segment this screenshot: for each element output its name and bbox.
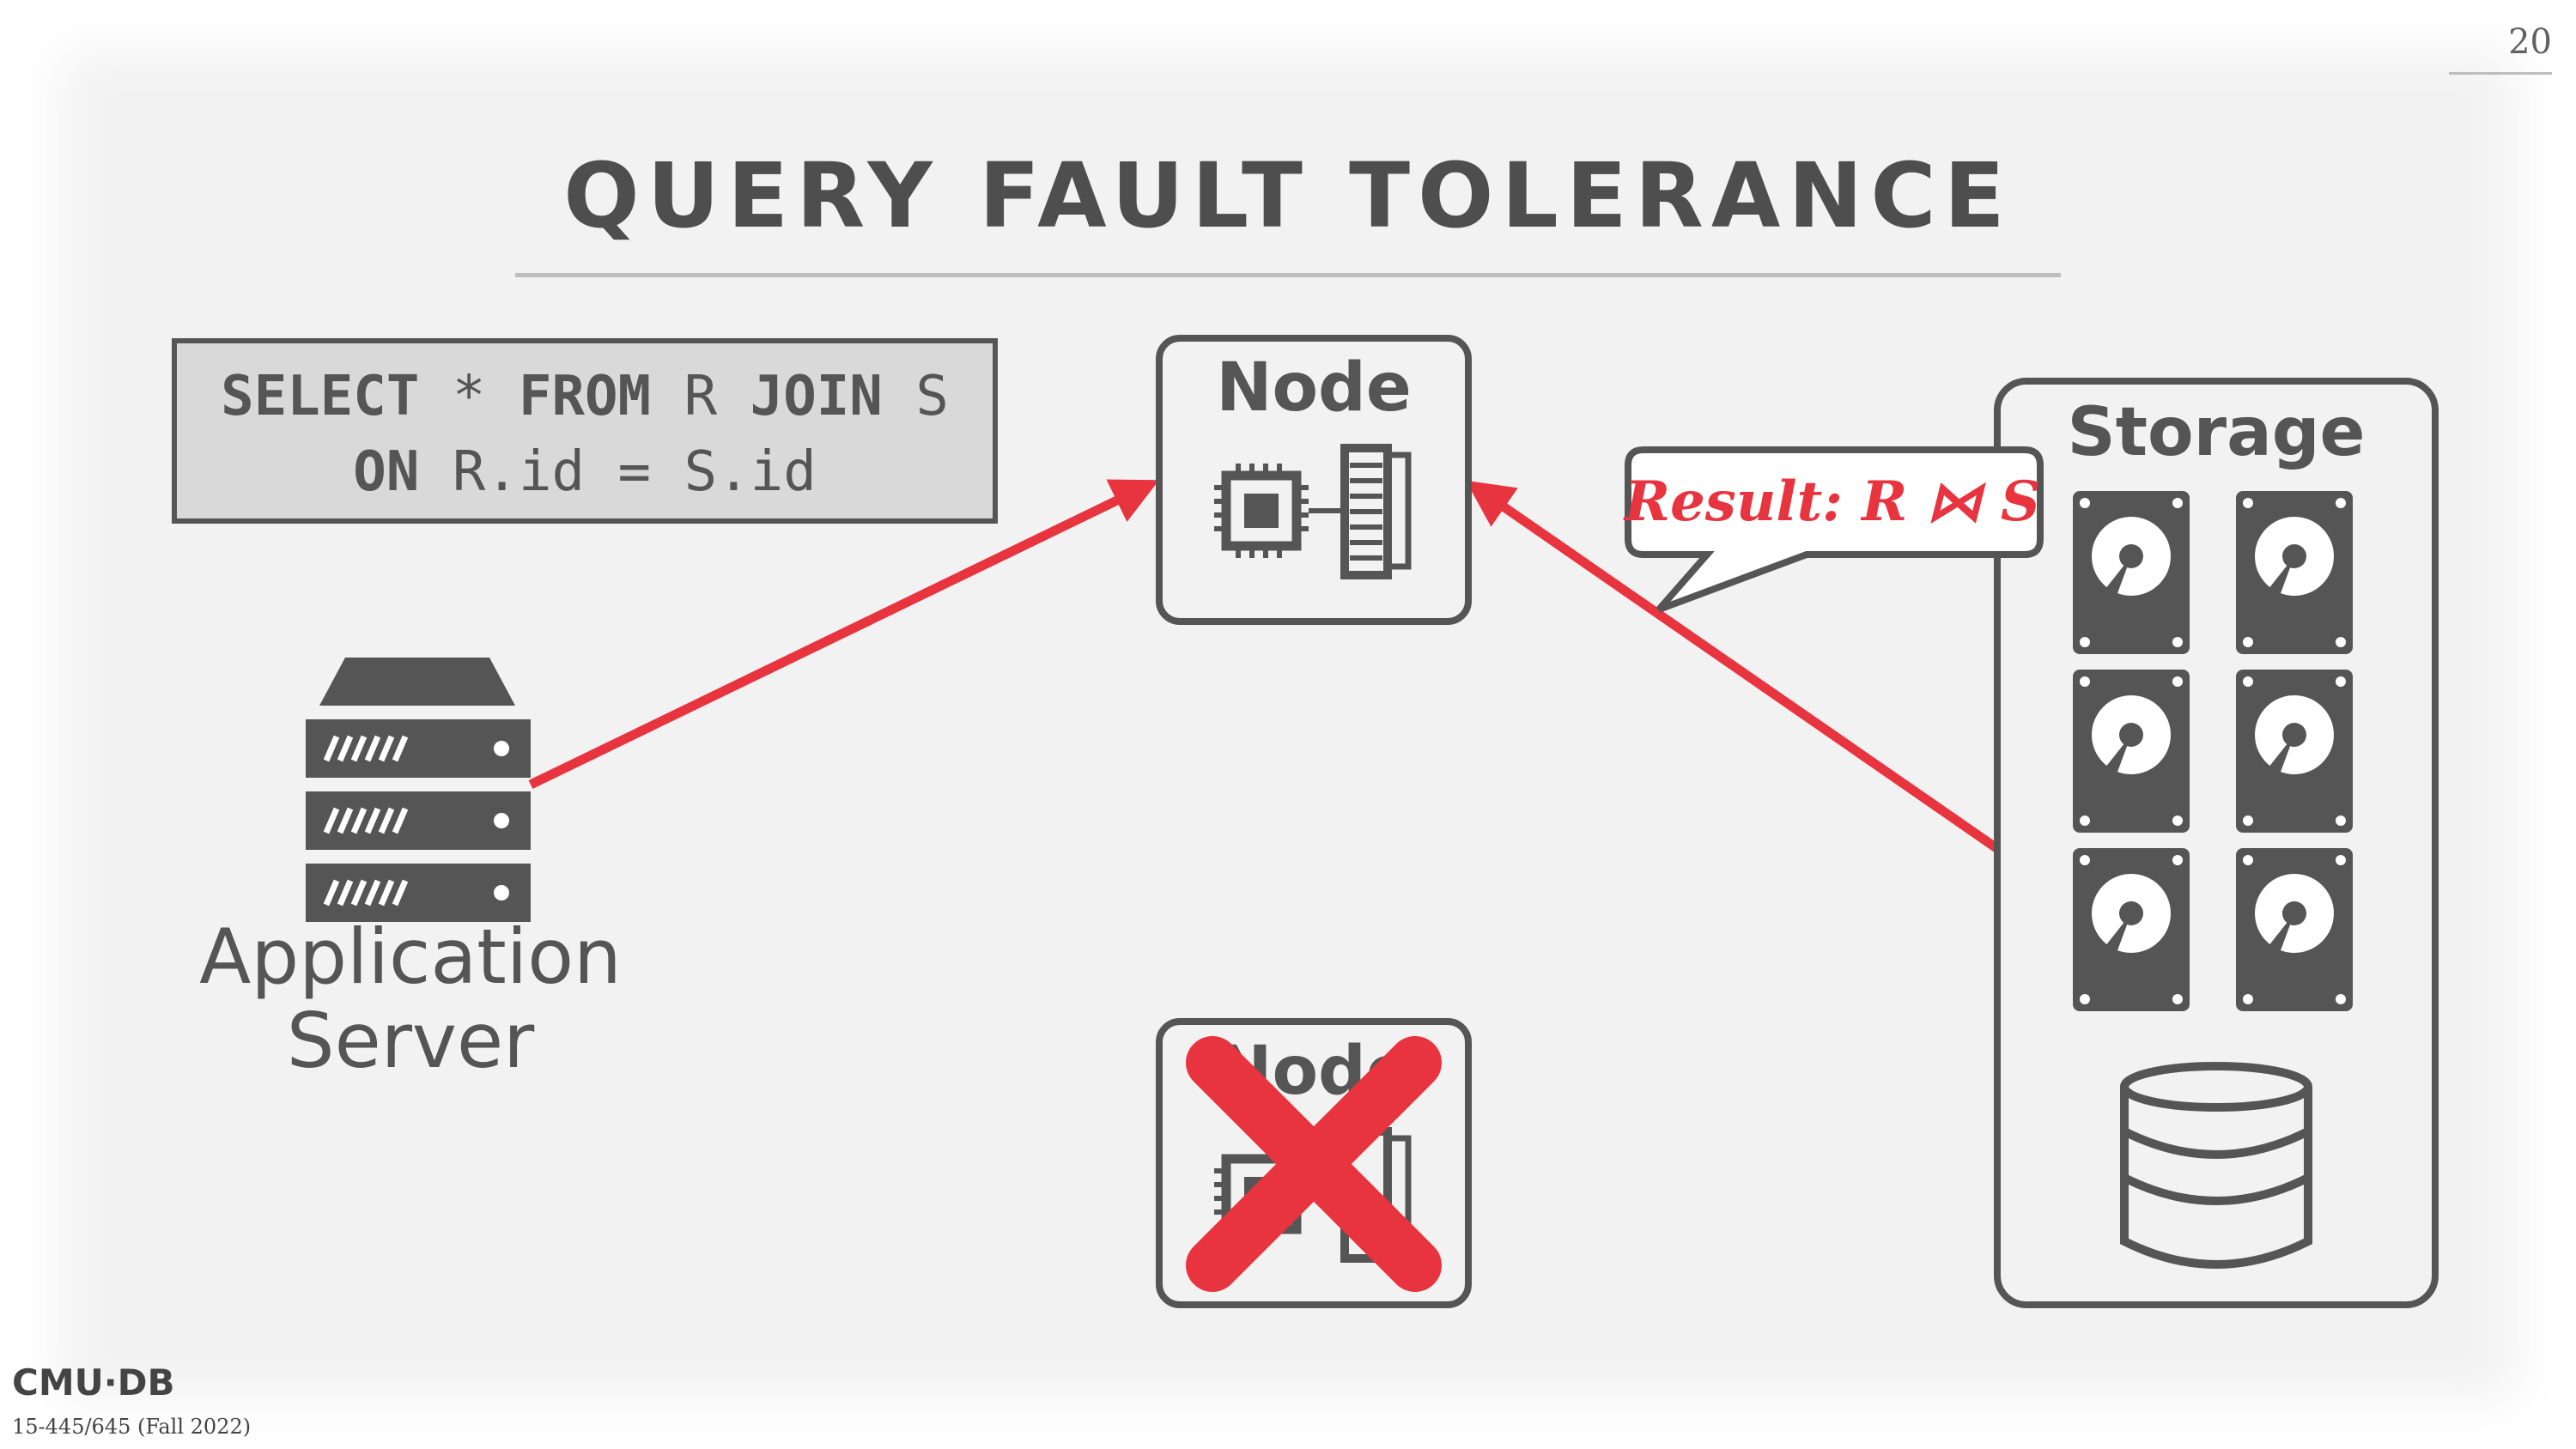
footer-course: 15-445/645 (Fall 2022) <box>12 1415 252 1439</box>
sql-line-2: ON R.id = S.id <box>177 434 993 510</box>
sql-text: R.id = S.id <box>419 440 817 504</box>
arrow-app-to-node <box>528 479 1159 789</box>
app-server-label: Application Server <box>153 915 668 1083</box>
disk-grid <box>2073 491 2353 1011</box>
sql-keyword: FROM <box>518 365 652 428</box>
server-rack-icon <box>306 658 531 922</box>
sql-line-1: SELECT * FROM R JOIN S <box>177 359 993 434</box>
sql-query-box: SELECT * FROM R JOIN S ON R.id = S.id <box>172 338 998 524</box>
node-failed: Node <box>1156 1018 1472 1308</box>
result-label: Result: R ⋈ S <box>1624 470 2041 534</box>
page-number: 20 <box>2449 12 2552 75</box>
sql-text: S <box>882 365 949 428</box>
hard-disk-icon <box>2236 491 2353 654</box>
sql-keyword: SELECT <box>221 365 420 428</box>
title-divider <box>515 273 2061 277</box>
database-icon <box>2120 1062 2312 1269</box>
hard-disk-icon <box>2073 670 2190 833</box>
failure-x-icon <box>1186 1036 1442 1292</box>
sql-text: * <box>419 365 519 428</box>
sql-keyword: ON <box>353 440 420 504</box>
storage-container: Storage <box>1994 378 2439 1308</box>
slide-title: QUERY FAULT TOLERANCE <box>563 143 2013 248</box>
node-active-label: Node <box>1216 349 1412 427</box>
storage-label: Storage <box>2068 394 2366 471</box>
sql-keyword: JOIN <box>750 365 883 428</box>
footer-logo: CMU·DB <box>12 1361 175 1404</box>
sql-text: R <box>651 365 750 428</box>
memory-icon <box>1340 444 1412 579</box>
cpu-icon <box>1214 464 1345 558</box>
hard-disk-icon <box>2236 670 2353 833</box>
hard-disk-icon <box>2073 491 2190 654</box>
app-server-label-line2: Server <box>286 997 535 1085</box>
hard-disk-icon <box>2073 848 2190 1011</box>
app-server-label-line1: Application <box>199 912 622 1001</box>
arrow-storage-to-node <box>1465 480 2002 854</box>
hard-disk-icon <box>2236 848 2353 1011</box>
node-active: Node <box>1156 335 1472 625</box>
result-bubble <box>1625 446 2044 613</box>
